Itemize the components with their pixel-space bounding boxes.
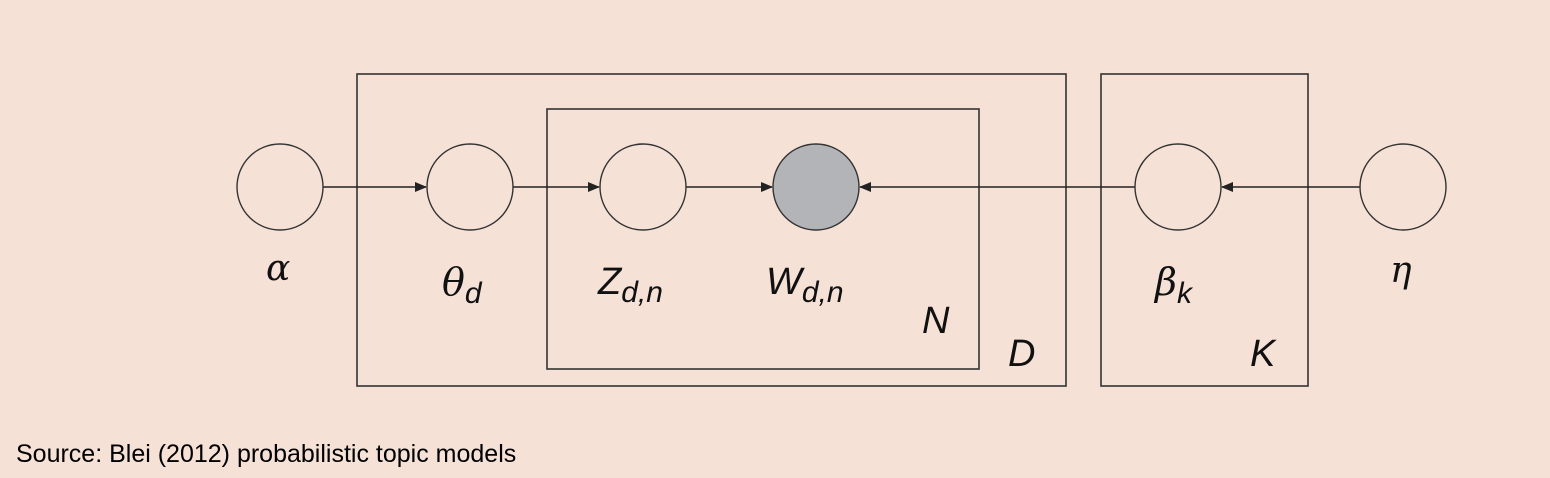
node-theta [426, 143, 514, 231]
plate-n-label: N [922, 300, 950, 342]
node-eta [1359, 143, 1447, 231]
plate-k [1100, 73, 1309, 387]
plate-d [356, 73, 1067, 387]
label-z: Zd,n [597, 261, 663, 309]
plate-d-label: D [1008, 333, 1035, 375]
label-eta: η [1390, 250, 1412, 291]
label-beta: βk [1153, 260, 1194, 310]
source-caption: Source: Blei (2012) probabilistic topic … [16, 440, 517, 468]
plate-n [546, 108, 980, 370]
node-z [599, 143, 687, 231]
node-w-observed [772, 143, 860, 231]
node-beta [1134, 143, 1222, 231]
node-alpha [236, 143, 324, 231]
plate-k-label: K [1250, 333, 1277, 375]
label-w: Wd,n [766, 261, 844, 309]
label-theta: θd [442, 260, 483, 310]
label-alpha: α [266, 248, 290, 289]
